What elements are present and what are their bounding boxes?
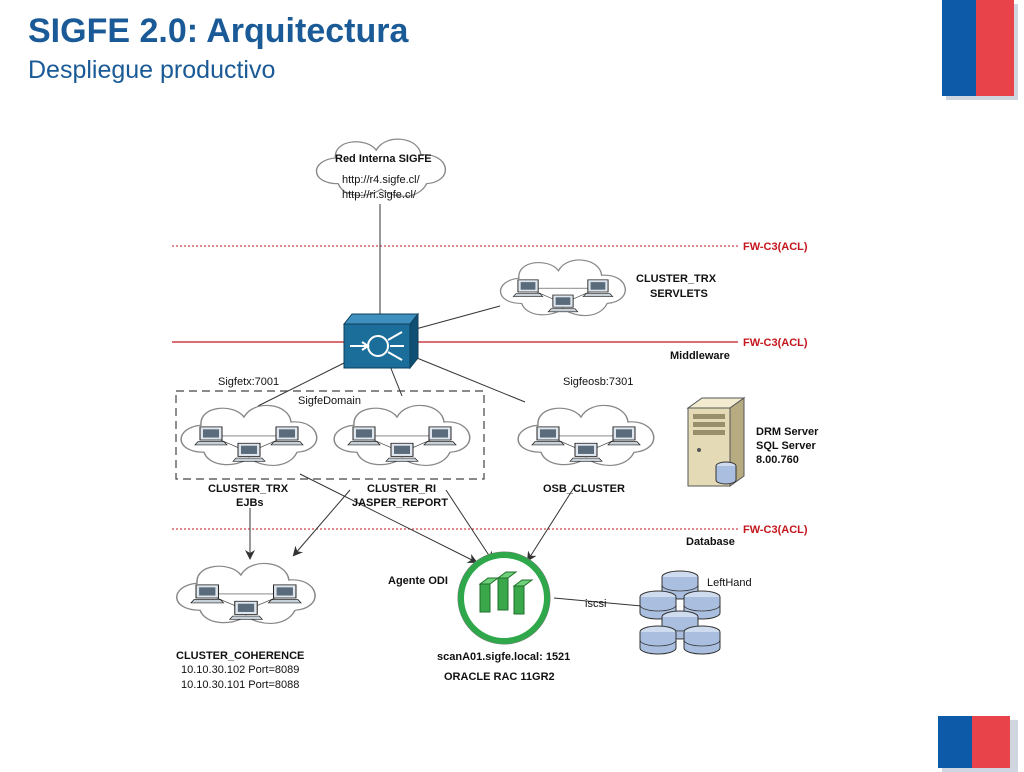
slide-subtitle: Despliegue productivo bbox=[28, 56, 276, 84]
trx-ejb-cluster-cloud bbox=[180, 404, 318, 467]
firewall-label-1: FW-C3(ACL) bbox=[743, 241, 808, 253]
firewall-label-3: FW-C3(ACL) bbox=[743, 524, 808, 536]
link-switch-servlets bbox=[411, 305, 501, 331]
link-ri-rac bbox=[445, 489, 494, 562]
link-switch-osb bbox=[411, 355, 526, 403]
oracle-rac-label-1: scanA01.sigfe.local: 1521 bbox=[437, 651, 570, 663]
coherence-cluster-label-3: 10.10.30.101 Port=8088 bbox=[181, 679, 299, 691]
servlets-cluster-cloud bbox=[499, 259, 626, 317]
coherence-cluster-label-1: CLUSTER_COHERENCE bbox=[176, 650, 304, 662]
link-trx-rac bbox=[299, 473, 478, 563]
trx-ejb-cluster-label-2: EJBs bbox=[236, 497, 264, 509]
firewall-label-2: FW-C3(ACL) bbox=[743, 337, 808, 349]
zone-middleware-label: Middleware bbox=[670, 350, 730, 362]
oracle-rac-label-2: ORACLE RAC 11GR2 bbox=[444, 671, 555, 683]
link-switch-trx bbox=[257, 359, 351, 407]
internal-network-url-2: http://ri.sigfe.cl/ bbox=[342, 189, 417, 201]
sigfetx-port-label: Sigfetx:7001 bbox=[218, 376, 279, 388]
coherence-cluster-label-2: 10.10.30.102 Port=8089 bbox=[181, 664, 299, 676]
oracle-rac-icon bbox=[457, 551, 551, 645]
load-balancer-switch-icon bbox=[342, 312, 420, 370]
link-osb-rac bbox=[526, 485, 576, 562]
servlets-cluster-label-1: CLUSTER_TRX bbox=[636, 273, 717, 285]
iscsi-label: iscsi bbox=[585, 598, 606, 610]
internal-network-cloud bbox=[315, 138, 447, 197]
ri-jasper-cluster-label-2: JASPER_REPORT bbox=[352, 497, 448, 509]
servlets-cluster-label-2: SERVLETS bbox=[650, 288, 708, 300]
internal-network-title: Red Interna SIGFE bbox=[335, 153, 432, 165]
odi-agent-label: Agente ODI bbox=[388, 575, 448, 587]
sigfe-domain-box bbox=[175, 390, 485, 480]
coherence-cluster-cloud bbox=[175, 562, 316, 625]
drm-server-label-1: DRM Server bbox=[756, 426, 819, 438]
bottom-flag-logo bbox=[938, 716, 1018, 772]
sigfe-domain-label: SigfeDomain bbox=[298, 395, 361, 407]
ri-jasper-cluster-label-1: CLUSTER_RI bbox=[367, 483, 436, 495]
drm-server-label-3: 8.00.760 bbox=[756, 454, 799, 466]
link-ri-coherence bbox=[292, 489, 351, 557]
trx-ejb-cluster-label-1: CLUSTER_TRX bbox=[208, 483, 289, 495]
ri-jasper-cluster-cloud bbox=[333, 404, 471, 467]
lefthand-storage-label: LeftHand bbox=[707, 577, 752, 589]
zone-database-label: Database bbox=[686, 536, 735, 548]
drm-server-icon bbox=[686, 397, 746, 487]
osb-cluster-cloud bbox=[517, 404, 655, 467]
link-rac-storage bbox=[553, 597, 643, 607]
top-flag-logo bbox=[942, 0, 1018, 100]
internal-network-url-1: http://r4.sigfe.cl/ bbox=[342, 174, 421, 186]
osb-cluster-label: OSB_CLUSTER bbox=[543, 483, 625, 495]
drm-server-label-2: SQL Server bbox=[756, 440, 816, 452]
sigfeosb-port-label: Sigfeosb:7301 bbox=[563, 376, 633, 388]
slide-title: SIGFE 2.0: Arquitectura bbox=[28, 12, 409, 50]
